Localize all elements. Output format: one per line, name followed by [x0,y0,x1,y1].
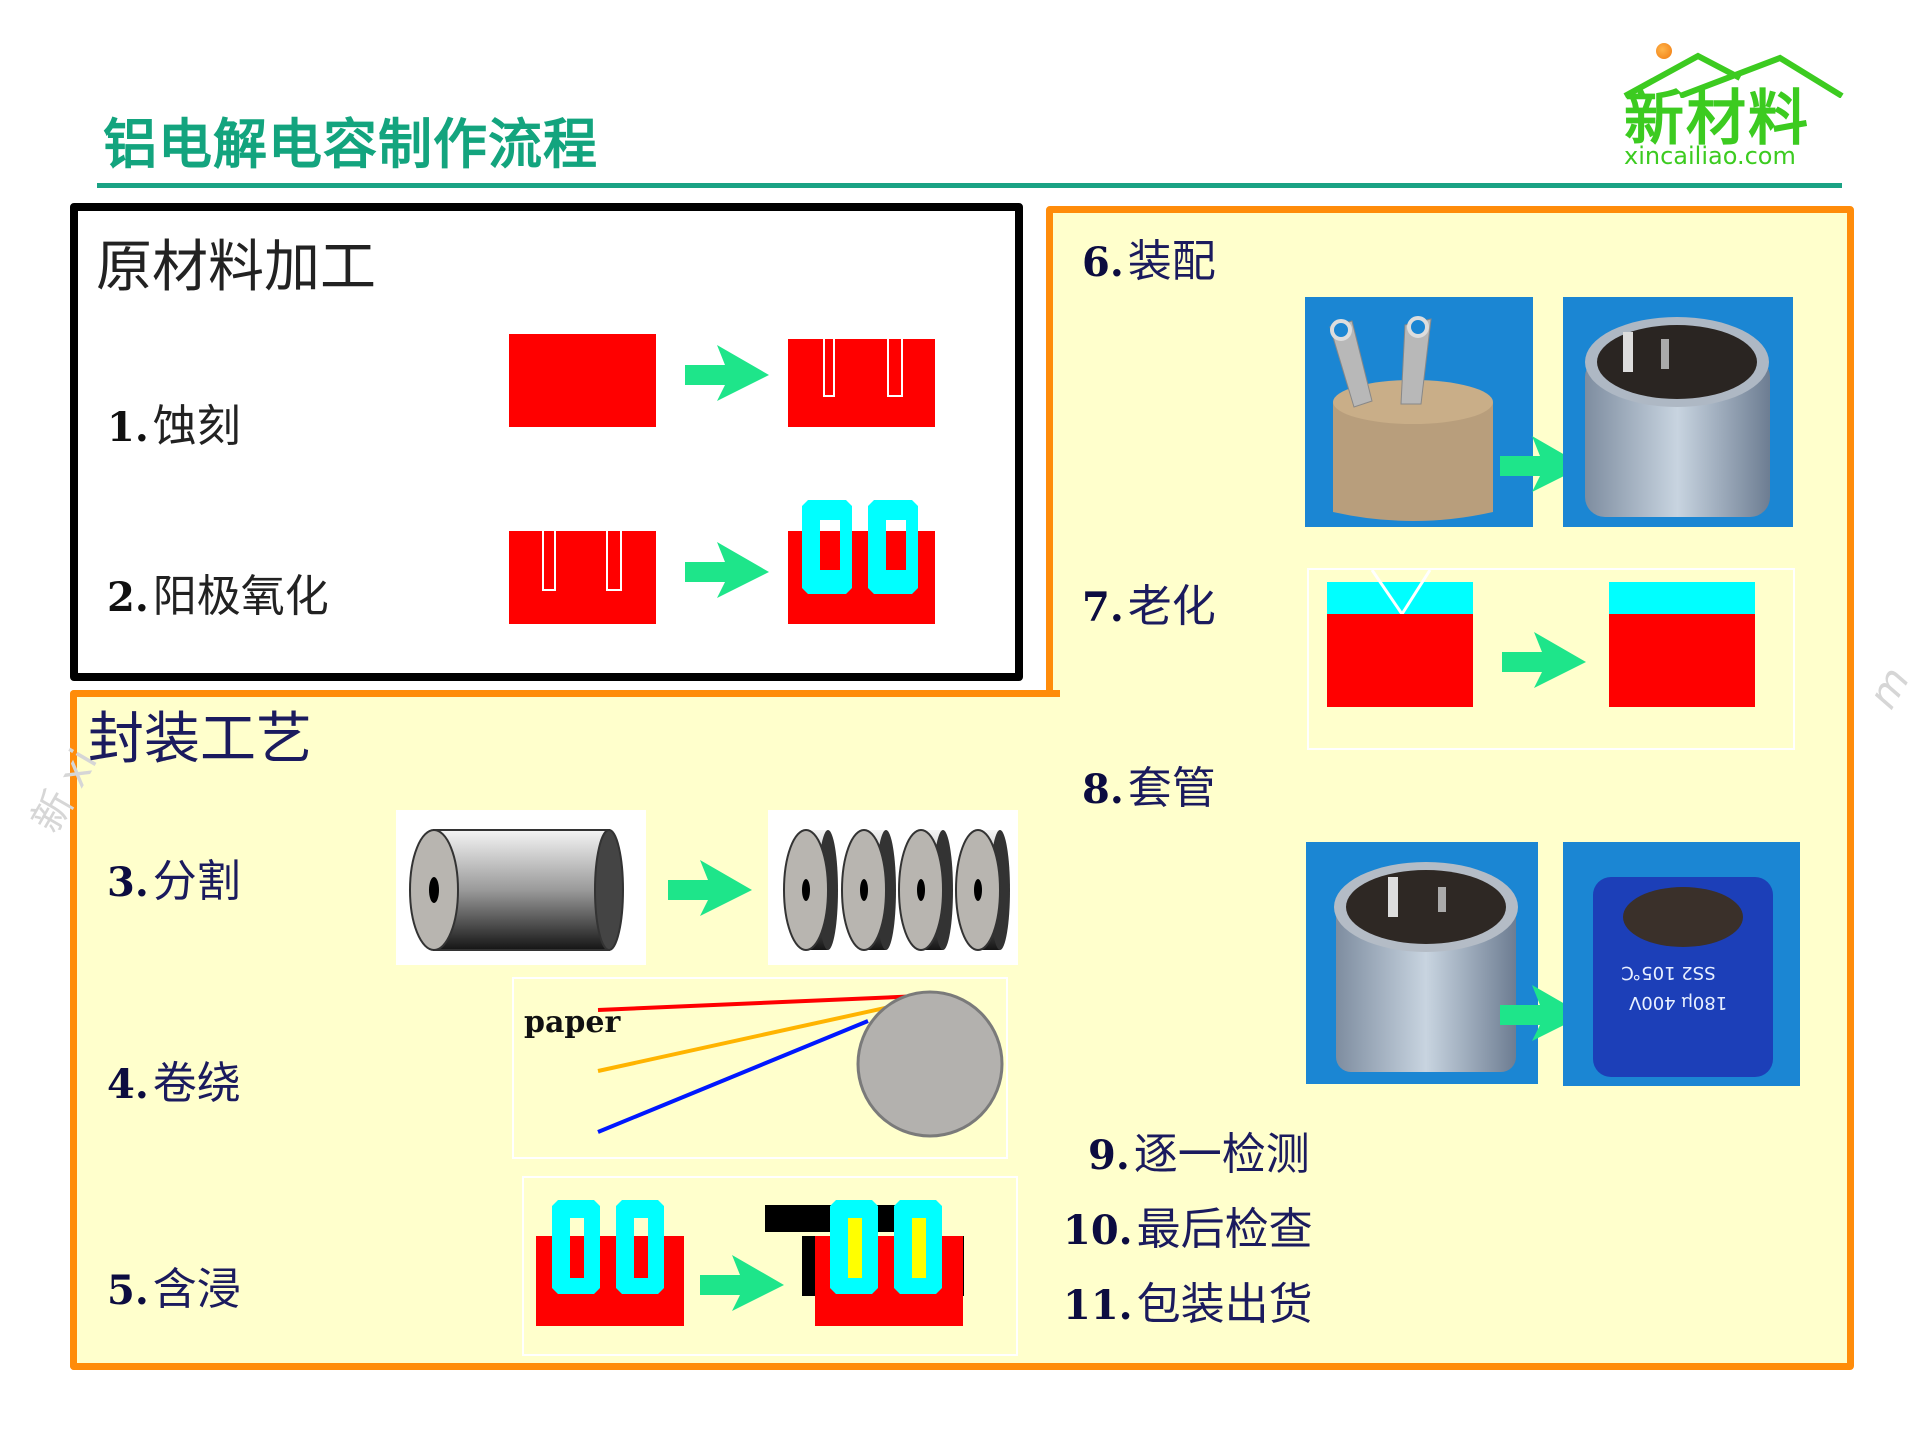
foil-after-aging [1609,614,1755,707]
arrow-right-icon [1500,985,1584,1041]
xincailiao-logo: 新材料 xincailiao.com [1610,40,1850,170]
raw-material-title: 原材料加工 [96,235,376,300]
oxide-defect-icon [1370,569,1432,617]
foil-before-etch [509,334,656,427]
step-number: 8. [1082,766,1124,813]
step-4-winding: 4. 卷绕 [107,1047,241,1111]
step-number: 9. [1088,1132,1130,1179]
impregnation-diagram-frame [522,1176,1018,1356]
wound-element-photo [1305,297,1533,527]
step-label: 阳极氧化 [152,571,329,622]
step-10-final-check: 10. 最后检查 [1063,1193,1313,1257]
oxide-layer-with-electrolyte [830,1200,942,1294]
title-underline [97,183,1842,188]
foil-after-etch [788,339,935,427]
step-number: 1. [107,404,149,451]
step-label: 套管 [1127,763,1216,814]
step-2-anodizing: 2. 阳极氧化 [107,560,329,624]
arrow-right-icon [685,542,769,598]
oxide-layer-shape [552,1200,664,1294]
winding-diagram-frame [512,977,1008,1159]
step-5-impregnation: 5. 含浸 [107,1253,241,1317]
slit-rolls-image [768,810,1018,965]
step-number: 4. [107,1061,149,1108]
step-8-sleeving: 8. 套管 [1082,752,1216,816]
step-number: 10. [1063,1207,1133,1254]
step-number: 7. [1082,584,1124,631]
step-label: 卷绕 [152,1058,241,1109]
arrow-right-icon [1502,632,1586,688]
step-11-packing-shipping: 11. 包装出货 [1063,1268,1313,1332]
step-label: 含浸 [152,1264,241,1315]
step-number: 6. [1082,239,1124,286]
arrow-right-icon [668,860,752,916]
step-1-etching: 1. 蚀刻 [107,390,241,454]
paper-label: paper [524,1005,621,1040]
step-number: 11. [1063,1282,1133,1329]
winding-diagram [597,990,1004,1138]
watermark-right: m [1859,659,1920,717]
etch-pit [606,531,622,591]
logo-url-text: xincailiao.com [1624,142,1796,170]
step-6-assembly: 6. 装配 [1082,225,1216,289]
step-label: 逐一检测 [1133,1129,1310,1180]
arrow-right-icon [685,345,769,401]
sleeved-capacitor-photo: SS2 105℃ 180μ 400V [1563,842,1800,1086]
oxide-layer-repaired [1609,582,1755,614]
arrow-right-icon [1500,436,1584,492]
sun-dot-icon [1656,43,1672,59]
logo-chinese-text: 新材料 [1624,84,1810,154]
aluminum-can-photo [1563,297,1793,527]
oxide-layer-shape [802,500,918,594]
step-label: 分割 [152,856,241,907]
panel-join [1040,697,1060,1363]
etch-pit [887,339,903,397]
etched-foil [509,531,656,624]
step-9-inspection: 9. 逐一检测 [1088,1118,1310,1182]
unsleeved-capacitor-photo [1306,842,1538,1084]
foil-roll-image [396,810,646,965]
packaging-title: 封装工艺 [88,707,312,772]
step-label: 包装出货 [1136,1279,1313,1330]
step-label: 装配 [1127,236,1216,287]
aging-diagram-frame [1307,568,1795,750]
step-label: 蚀刻 [152,401,241,452]
house-roof-icon [1623,52,1844,98]
etch-pit [542,531,556,591]
sleeve-print: SS2 105℃ [1621,962,1716,983]
page-title: 铝电解电容制作流程 [103,113,598,176]
step-number: 3. [107,859,149,906]
etch-pit [823,339,835,397]
foil-before-aging [1327,614,1473,707]
capacitor-top [1623,887,1743,947]
sleeve-print: 180μ 400V [1629,992,1728,1013]
step-number: 2. [107,574,149,621]
step-3-slitting: 3. 分割 [107,845,241,909]
step-number: 5. [107,1267,149,1314]
step-label: 老化 [1127,581,1216,632]
step-7-aging: 7. 老化 [1082,570,1216,634]
arrow-right-icon [700,1255,784,1311]
step-label: 最后检查 [1136,1204,1313,1255]
